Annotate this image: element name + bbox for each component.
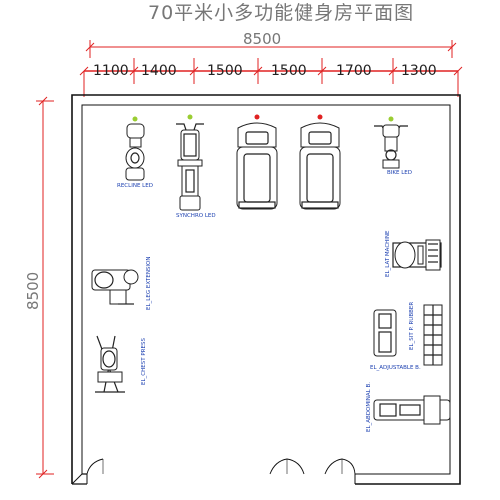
equipment-label-chest: EL_CHEST PRESS xyxy=(141,338,147,385)
equipment-dumbbell-rack xyxy=(423,304,443,366)
equipment-chest-press: EL_CHEST PRESS xyxy=(95,335,147,393)
segment-label-5: 1700 xyxy=(336,63,372,79)
segment-label-4: 1500 xyxy=(271,63,307,79)
segment-label-3: 1500 xyxy=(207,63,243,79)
segment-label-2: 1400 xyxy=(141,63,177,79)
entrance-door xyxy=(86,458,356,484)
equipment-sit-rubber: EL_SIT P. RUBBER EL_ADJUSTABLE B. xyxy=(370,302,421,371)
total-width-label: 8500 xyxy=(243,30,281,48)
segment-dimensions: 1100 1400 1500 1500 1700 1300 xyxy=(79,58,463,97)
equipment-abdominal-bench: EL_ABDOMINAL B. xyxy=(366,382,451,432)
marker-icon xyxy=(132,116,138,122)
equipment-label-lat: EL_LAT MACHINE xyxy=(385,230,391,277)
equipment-label-synchro: SYNCHRO LED xyxy=(176,213,216,219)
walls xyxy=(71,94,461,485)
marker-icon xyxy=(388,116,394,122)
equipment-lat-machine: EL_LAT MACHINE xyxy=(385,230,442,277)
marker-icon xyxy=(317,114,323,120)
equipment-label-sit: EL_SIT P. RUBBER xyxy=(409,302,415,350)
total-height-label: 8500 xyxy=(24,272,42,310)
equipment-upright-bike: BIKE LED xyxy=(374,116,412,176)
plan-title: 70平米小多功能健身房平面图 xyxy=(148,2,414,24)
equipment-elliptical: SYNCHRO LED xyxy=(176,114,216,219)
equipment-label-recline: RECLINE LED xyxy=(117,183,153,189)
equipment-recline-bike: RECLINE LED xyxy=(117,116,153,189)
equipment-treadmill-2 xyxy=(299,114,341,210)
equipment-leg-extension: EL_LEG EXTENSION xyxy=(91,257,152,311)
equipment-label-abdominal: EL_ABDOMINAL B. xyxy=(366,382,372,432)
equipment-treadmill-1 xyxy=(236,114,278,210)
total-height-dimension: 8500 xyxy=(24,96,54,479)
segment-label-1: 1100 xyxy=(93,63,129,79)
segment-label-6: 1300 xyxy=(401,63,437,79)
total-width-dimension: 8500 xyxy=(85,30,457,58)
equipment-label-adjustable: EL_ADJUSTABLE B. xyxy=(370,365,421,371)
marker-icon xyxy=(254,114,260,120)
marker-icon xyxy=(187,114,193,120)
equipment-label-bike: BIKE LED xyxy=(387,170,412,176)
equipment-label-leg: EL_LEG EXTENSION xyxy=(146,257,152,311)
